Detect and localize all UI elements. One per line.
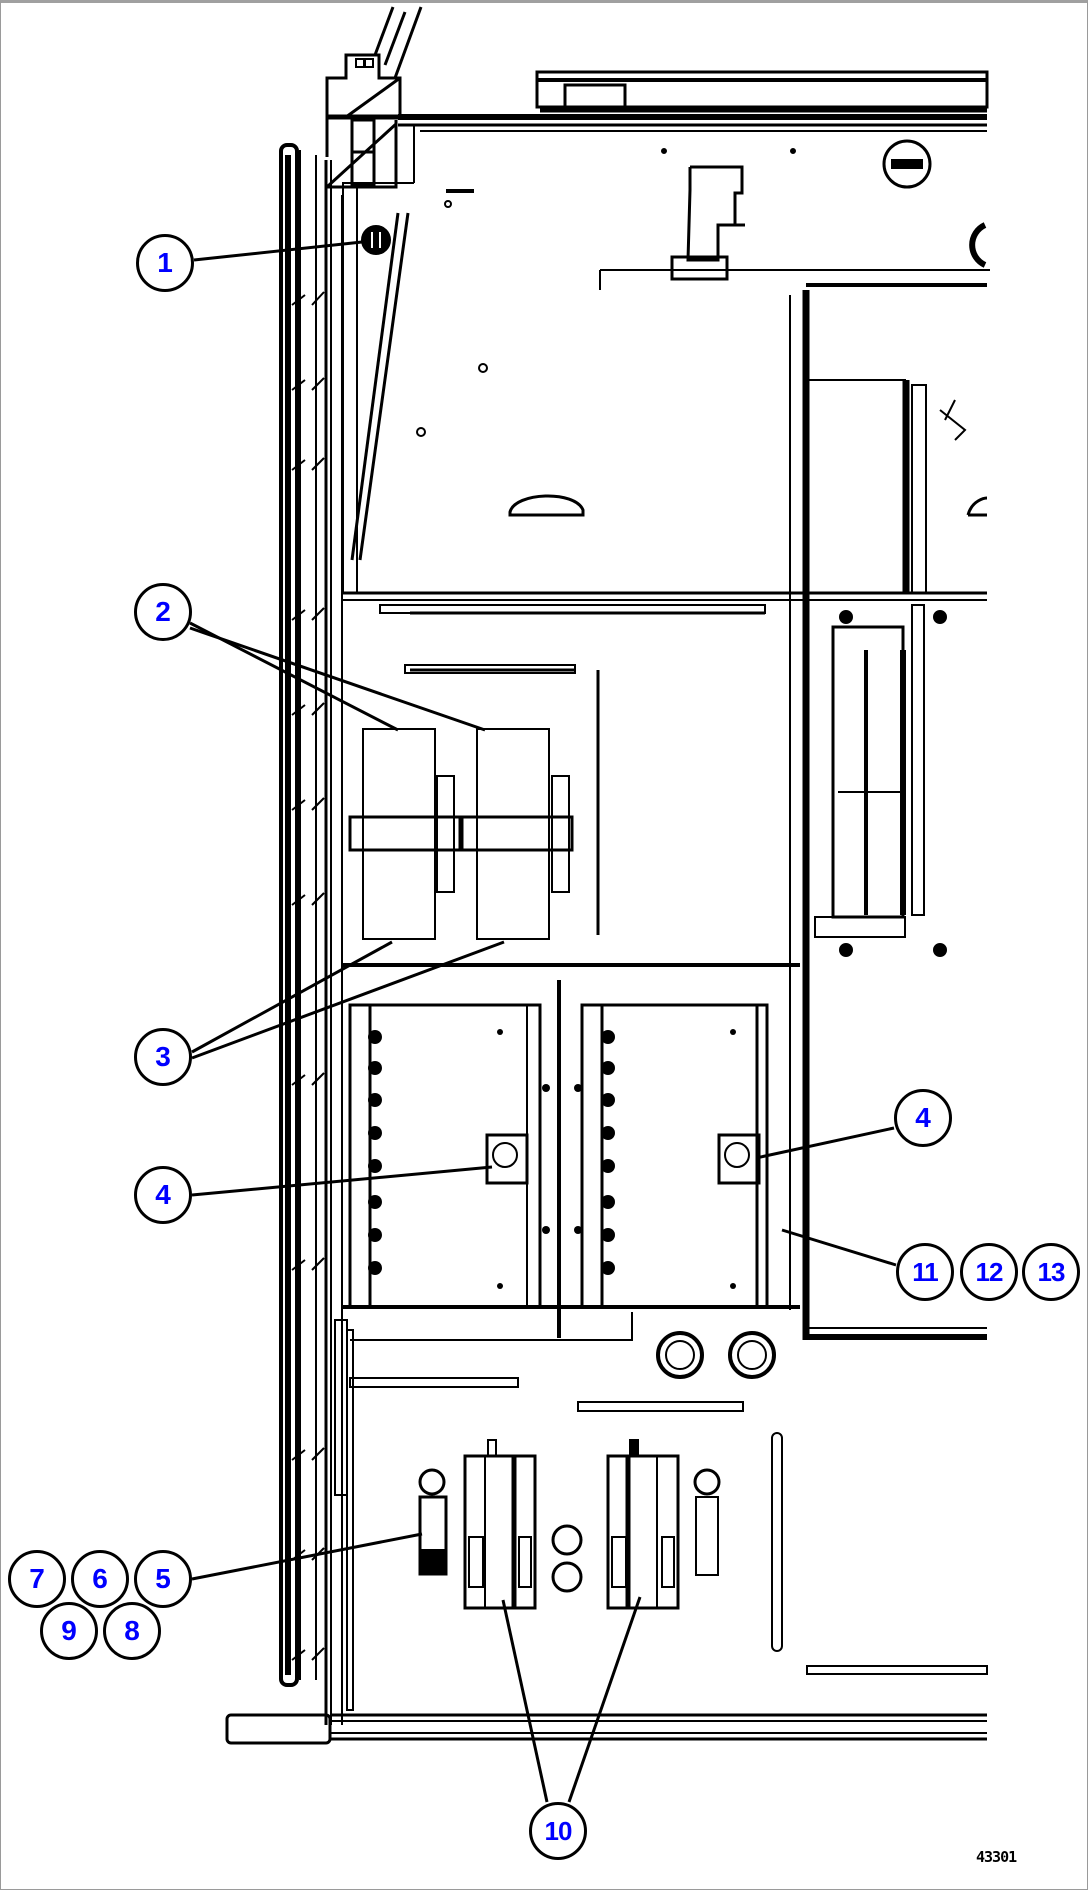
upper-panel — [342, 125, 990, 601]
hose-lines — [373, 6, 423, 79]
callout-13[interactable]: 13 — [1022, 1243, 1080, 1301]
callout-label: 7 — [29, 1563, 45, 1594]
callout-label: 3 — [155, 1041, 171, 1072]
callout-label: 12 — [975, 1257, 1004, 1287]
callout-10[interactable]: 10 — [529, 1802, 587, 1860]
callout-label: 8 — [124, 1615, 140, 1646]
callout-label: 10 — [544, 1816, 573, 1846]
callout-5[interactable]: 5 — [134, 1550, 192, 1608]
callout-7[interactable]: 7 — [8, 1550, 66, 1608]
terminal-panels — [343, 980, 800, 1412]
callout-11[interactable]: 11 — [896, 1243, 954, 1301]
callout-6[interactable]: 6 — [71, 1550, 129, 1608]
callout-label: 13 — [1037, 1257, 1066, 1287]
callout-label: 4 — [915, 1102, 931, 1133]
callout-label: 1 — [157, 247, 173, 278]
callout-label: 9 — [61, 1615, 77, 1646]
callout-2[interactable]: 2 — [134, 583, 192, 641]
callout-1[interactable]: 1 — [136, 234, 194, 292]
callout-8[interactable]: 8 — [103, 1602, 161, 1660]
component-blocks — [343, 604, 800, 967]
top-cover — [398, 70, 989, 132]
callout-9[interactable]: 9 — [40, 1602, 98, 1660]
hose-connector-block — [325, 53, 402, 189]
callout-label: 11 — [912, 1257, 938, 1287]
leader-lines — [189, 240, 897, 1803]
lower-components — [225, 1319, 988, 1745]
left-door-frame — [279, 143, 343, 1725]
figure-id-label: 43301 — [976, 1848, 1017, 1866]
right-channel — [789, 283, 987, 1340]
callout-4-right[interactable]: 4 — [894, 1089, 952, 1147]
callout-label: 4 — [155, 1179, 171, 1210]
callout-label: 6 — [92, 1563, 108, 1594]
callout-4-left[interactable]: 4 — [134, 1166, 192, 1224]
callout-12[interactable]: 12 — [960, 1243, 1018, 1301]
callout-label: 2 — [155, 596, 171, 627]
callout-3[interactable]: 3 — [134, 1028, 192, 1086]
callout-label: 5 — [155, 1563, 171, 1594]
